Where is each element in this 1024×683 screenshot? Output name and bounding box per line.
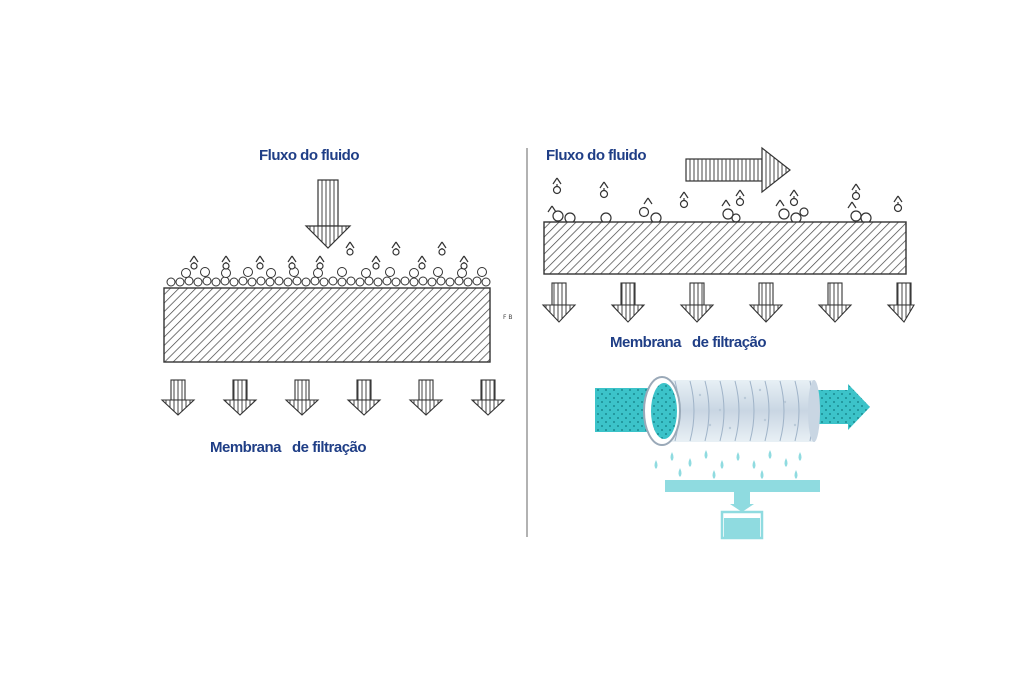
particle-cake-layer: [166, 267, 491, 287]
tubular-membrane-illustration: [595, 376, 870, 540]
right-fluid-flow-label: Fluxo do fluido: [546, 147, 646, 164]
left-panel: [160, 179, 506, 416]
permeate-arrows-right: [541, 282, 915, 323]
stray-mark: F B: [503, 314, 513, 321]
fluid-flow-arrow-down: [304, 179, 352, 249]
right-membrane-label: Membrana de filtração: [610, 334, 767, 351]
outlet-arrow: [848, 384, 870, 430]
filtration-membrane-left: [163, 287, 491, 363]
y-shaped-particles: [189, 241, 469, 270]
left-membrane-label: Membrana de filtração: [210, 439, 367, 456]
filtration-membrane-right: [543, 221, 907, 275]
crossflow-particles: [547, 177, 903, 224]
membrane-cylinder: [660, 380, 815, 442]
collection-tray: [665, 480, 820, 492]
left-fluid-flow-label: Fluxo do fluido: [259, 147, 359, 164]
fluid-flow-arrow-right: [685, 146, 791, 194]
permeate-droplets: [654, 450, 802, 479]
permeate-arrows-left: [160, 379, 506, 416]
right-panel: [541, 146, 915, 540]
